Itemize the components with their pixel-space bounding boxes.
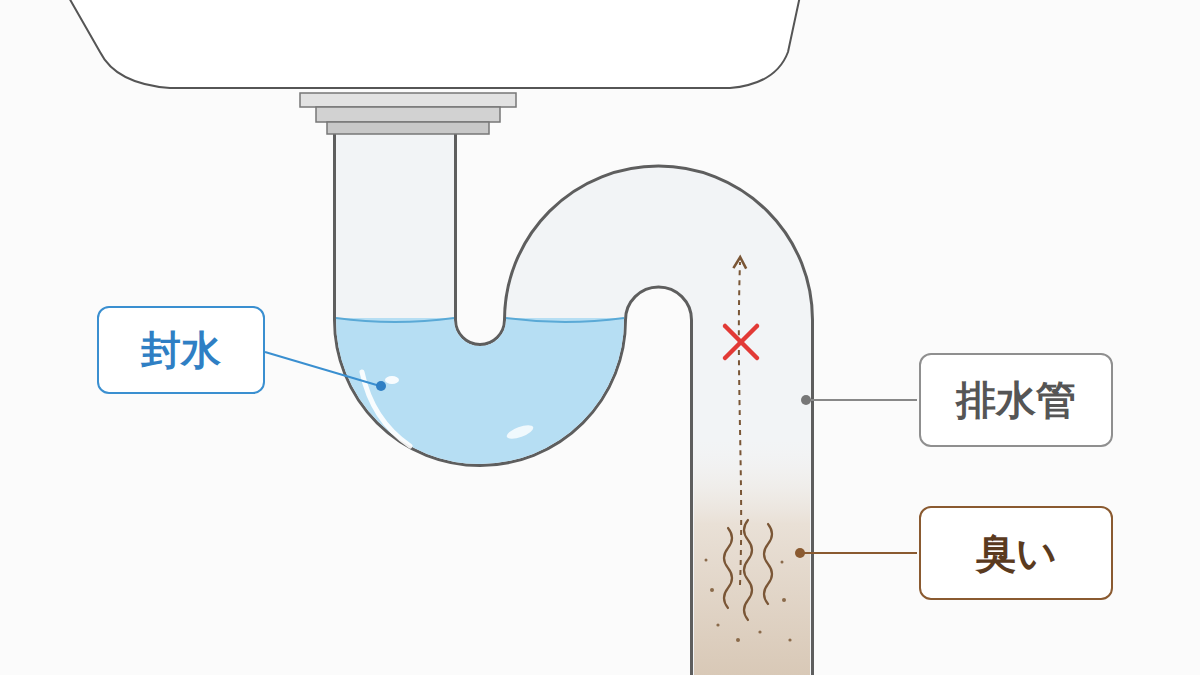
leader-dot [376,381,386,391]
blocked-mark [725,326,757,358]
smell-waves [724,520,772,620]
leader-dot [801,395,811,405]
sink-basin [68,0,800,88]
water-seal [395,318,565,405]
callout-box: 排水管 [919,353,1113,447]
drain-flange [300,93,516,107]
leader-line [800,552,917,554]
callout-label: 排水管 [956,378,1076,422]
leader-line [265,352,380,386]
smell-haze [694,440,810,675]
leader-dot [795,548,805,558]
smell-dots [705,559,792,643]
callout-label: 封水 [141,328,221,372]
callout-box: 封水 [97,306,265,394]
drain-flange [316,107,500,122]
water-surface [506,318,624,322]
water-surface [336,318,454,322]
drain-flange [327,122,489,134]
smell-arrow [739,262,741,585]
callout-label: 臭い [976,531,1057,575]
callout-box: 臭い [919,506,1113,600]
leader-line [806,399,917,401]
water-highlight [505,423,535,442]
water-highlight [385,376,399,384]
